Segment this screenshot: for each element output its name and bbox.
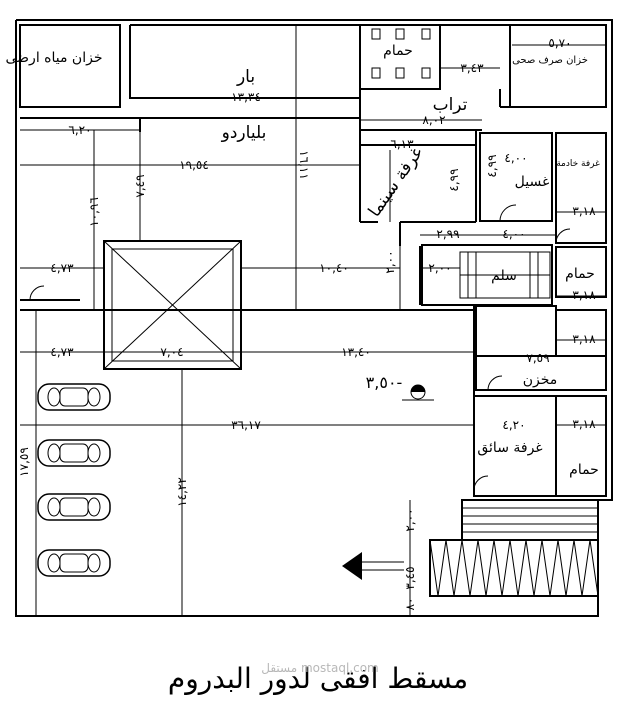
bathroom-mid-label: حمام (565, 266, 595, 282)
dim-570: ٥,٧٠ (548, 36, 571, 50)
bar-label: بار (236, 67, 255, 87)
maid-room-label: غرفة خادمة (556, 159, 600, 169)
dimension-labels: ٥,٧٠ ٣,٤٣ ١٣,٣٤ ٨,٠٢ ٦,٢٠ ١٩,٥٤ ١٦,١١ ٧,… (17, 36, 596, 610)
dim-704: ٧,٠٤ (160, 345, 183, 359)
driver-room-label: غرفة سائق (477, 440, 542, 456)
outer-walls (15, 19, 613, 617)
car-4 (37, 549, 111, 577)
dim-473-b: ٤,٧٣ (50, 345, 74, 359)
dim-420: ٤,٢٠ (502, 418, 525, 432)
dim-318-b: ٣,١٨ (572, 288, 596, 302)
dim-613: ٦,١٣ (390, 137, 414, 151)
level-mark-label: ٣,٥٠- (366, 373, 403, 392)
storage-room: مخزن (475, 305, 607, 391)
dim-400-a: ٤,٠٠ (504, 151, 527, 165)
bathroom-bottom-label: حمام (569, 462, 599, 478)
laundry-label: غسيل (515, 174, 550, 190)
car-1 (37, 383, 111, 411)
dim-802: ٨,٠٢ (422, 113, 445, 127)
dim-620: ٦,٢٠ (68, 123, 91, 137)
central-void (103, 240, 242, 370)
maid-room: غرفة خادمة (555, 132, 607, 244)
billiards-label: بلياردو (221, 123, 267, 143)
water-tank-room: خزان مياه ارضى (6, 24, 121, 108)
dim-1340: ١٣,٤٠ (341, 345, 371, 359)
car-3 (37, 493, 111, 521)
dimension-lines (20, 25, 606, 616)
level-marker: ٣,٥٠- (366, 373, 434, 401)
cinema-label: غرفة سينما (365, 143, 428, 220)
dim-759: ٧,٥٩ (526, 351, 549, 365)
dim-343: ٣,٤٣ (460, 61, 484, 75)
dim-1334: ١٣,٣٤ (231, 90, 261, 104)
dim-1040: ١٠,٤٠ (319, 261, 349, 275)
middle-bathroom: حمام (555, 246, 607, 298)
car-2 (37, 439, 111, 467)
storage-label: مخزن (523, 372, 558, 388)
dim-749: ٧,٤٩ (133, 174, 147, 197)
driver-room: غرفة سائق حمام (473, 395, 607, 497)
dim-318-a: ٣,١٨ (572, 204, 596, 218)
dim-400-b: ٤,٠٠ (502, 227, 525, 241)
entrance-arrow (342, 552, 404, 580)
stairs-block: سلم (421, 244, 553, 306)
dim-1096: ١٠,٩٦ (87, 197, 101, 227)
parked-cars (37, 383, 111, 577)
dim-200-b: ٢,٠٠ (383, 250, 397, 273)
dim-473-a: ٤,٧٣ (50, 261, 74, 275)
dim-1422: ١٤,٢٢ (175, 477, 189, 507)
watermark: مستقل mostaql.com (261, 661, 378, 675)
dim-299: ٢,٩٩ (436, 227, 459, 241)
dim-499-a: ٤,٩٩ (447, 168, 461, 191)
dim-200-a: ٢,٠٠ (428, 261, 451, 275)
dim-1759: ١٧,٥٩ (17, 447, 31, 477)
laundry-room: غسيل (479, 132, 553, 222)
water-tank-label: خزان مياه ارضى (6, 50, 103, 66)
dust-corridor: تراب (433, 24, 510, 115)
dim-318-d: ٣,١٨ (572, 417, 596, 431)
stairs-label: سلم (491, 268, 517, 284)
top-bathroom: حمام (359, 24, 441, 90)
dim-318-c: ٣,١٨ (572, 332, 596, 346)
sewage-tank-label: خزان صرف صحى (512, 55, 588, 66)
dim-1954: ١٩,٥٤ (179, 158, 209, 172)
dim-2: ٢,٠٠ (403, 508, 417, 531)
dim-345: ٣,٤٥ (403, 566, 417, 589)
drawing-title: مسقط افقى لدور البدروم (168, 662, 468, 695)
sewage-tank-room: خزان صرف صحى (509, 24, 607, 108)
bathroom-top-label: حمام (383, 43, 413, 59)
dim-499-b: ٤,٩٩ (485, 154, 499, 177)
dust-label: تراب (433, 95, 468, 115)
dim-1611: ١٦,١١ (297, 150, 311, 180)
dim-80: ٨٠ (403, 598, 417, 611)
corridor-walls (20, 222, 475, 496)
entrance-ramp (429, 499, 599, 597)
dim-3617: ٣٦,١٧ (231, 418, 261, 432)
